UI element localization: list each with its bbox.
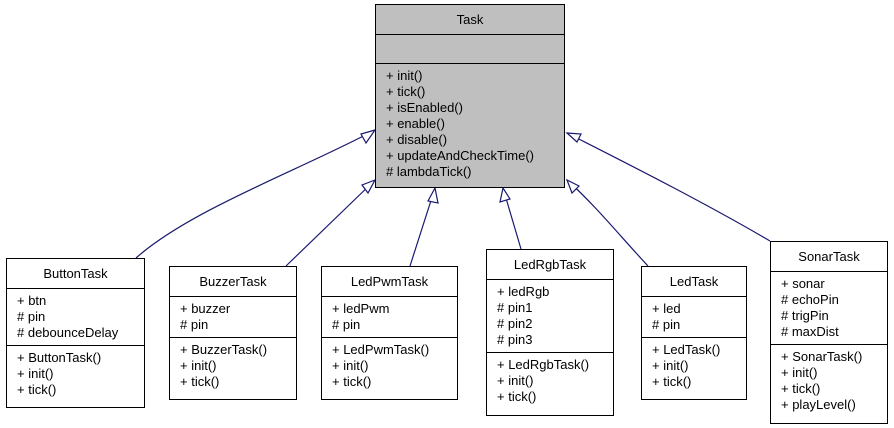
- operation: + SonarTask(): [781, 349, 863, 364]
- operation: + tick(): [652, 374, 692, 389]
- class-name: LedPwmTask: [322, 267, 457, 297]
- attribute: # debounceDelay: [17, 325, 119, 340]
- class-sonartask[interactable]: SonarTask + sonar # echoPin # trigPin # …: [770, 241, 888, 424]
- attribute: + led: [652, 301, 681, 316]
- class-ledrgbtask[interactable]: LedRgbTask + ledRgb # pin1 # pin2 # pin3…: [486, 249, 614, 416]
- operation: + tick(): [332, 374, 372, 389]
- attribute: # trigPin: [781, 308, 829, 323]
- attribute: + sonar: [781, 276, 825, 291]
- operation: + tick(): [386, 84, 426, 99]
- operation: + disable(): [386, 132, 448, 147]
- attribute: # pin1: [497, 300, 533, 315]
- class-name: ButtonTask: [7, 259, 144, 289]
- operation: + tick(): [497, 389, 537, 404]
- attributes-compartment: + sonar # echoPin # trigPin # maxDist: [771, 272, 887, 345]
- class-task[interactable]: Task + init() + tick() + isEnabled() + e…: [375, 4, 565, 188]
- operations-compartment: + init() + tick() + isEnabled() + enable…: [376, 64, 564, 184]
- attribute: + ledRgb: [497, 284, 550, 299]
- class-name: BuzzerTask: [170, 267, 296, 297]
- operation: + playLevel(): [781, 397, 856, 412]
- operations-compartment: + LedTask() + init() + tick(): [642, 338, 746, 394]
- class-ledtask[interactable]: LedTask + led # pin + LedTask() + init()…: [641, 266, 747, 400]
- class-name: SonarTask: [771, 242, 887, 272]
- edge-buzzertask-to-task: [285, 179, 376, 267]
- attributes-compartment: + led # pin: [642, 297, 746, 338]
- operation: + isEnabled(): [386, 100, 463, 115]
- operation: + LedTask(): [652, 342, 721, 357]
- attributes-compartment: + btn # pin # debounceDelay: [7, 289, 144, 346]
- attribute: # maxDist: [781, 324, 839, 339]
- operations-compartment: + LedRgbTask() + init() + tick(): [487, 353, 613, 409]
- class-ledpwmtask[interactable]: LedPwmTask + ledPwm # pin + LedPwmTask()…: [321, 266, 458, 400]
- attribute: + ledPwm: [332, 301, 390, 316]
- attribute: # pin: [17, 309, 46, 324]
- operation: + init(): [332, 358, 369, 373]
- attribute: # pin: [332, 317, 361, 332]
- inheritance-arrowhead: [565, 132, 582, 143]
- operation: + LedPwmTask(): [332, 342, 430, 357]
- operation: + init(): [652, 358, 689, 373]
- attribute: # pin2: [497, 316, 533, 331]
- class-name: Task: [376, 5, 564, 35]
- operation: + updateAndCheckTime(): [386, 148, 535, 163]
- edge-buttontask-to-task: [135, 129, 376, 259]
- class-name: LedRgbTask: [487, 250, 613, 280]
- operation: + init(): [386, 68, 423, 83]
- attribute: # pin3: [497, 332, 533, 347]
- inheritance-arrowhead: [499, 186, 511, 203]
- operation: + tick(): [781, 381, 821, 396]
- operation: + init(): [180, 358, 217, 373]
- operation: + init(): [781, 365, 818, 380]
- class-buzzertask[interactable]: BuzzerTask + buzzer # pin + BuzzerTask()…: [169, 266, 297, 400]
- attributes-compartment: + ledRgb # pin1 # pin2 # pin3: [487, 280, 613, 353]
- operations-compartment: + LedPwmTask() + init() + tick(): [322, 338, 457, 394]
- attributes-compartment: [376, 35, 564, 64]
- operations-compartment: + ButtonTask() + init() + tick(): [7, 346, 144, 402]
- inheritance-arrowhead: [360, 128, 377, 145]
- edge-sonartask-to-task: [566, 132, 771, 242]
- inheritance-arrowhead: [427, 186, 439, 204]
- class-buttontask[interactable]: ButtonTask + btn # pin # debounceDelay +…: [6, 258, 145, 408]
- operation: # lambdaTick(): [386, 164, 472, 179]
- class-name: LedTask: [642, 267, 746, 297]
- operations-compartment: + BuzzerTask() + init() + tick(): [170, 338, 296, 394]
- operation: + enable(): [386, 116, 445, 131]
- inheritance-arrowhead: [565, 178, 581, 195]
- operation: + LedRgbTask(): [497, 357, 590, 372]
- attribute: # pin: [652, 317, 681, 332]
- operation: + tick(): [17, 382, 57, 397]
- operation: + init(): [17, 366, 54, 381]
- operation: + tick(): [180, 374, 220, 389]
- attributes-compartment: + buzzer # pin: [170, 297, 296, 338]
- inheritance-arrowhead: [361, 178, 377, 195]
- operations-compartment: + SonarTask() + init() + tick() + playLe…: [771, 345, 887, 417]
- attribute: + buzzer: [180, 301, 231, 316]
- attribute: # pin: [180, 317, 209, 332]
- attribute: + btn: [17, 293, 47, 308]
- attribute: # echoPin: [781, 292, 839, 307]
- attributes-compartment: + ledPwm # pin: [322, 297, 457, 338]
- operation: + BuzzerTask(): [180, 342, 268, 357]
- operation: + init(): [497, 373, 534, 388]
- operation: + ButtonTask(): [17, 350, 102, 365]
